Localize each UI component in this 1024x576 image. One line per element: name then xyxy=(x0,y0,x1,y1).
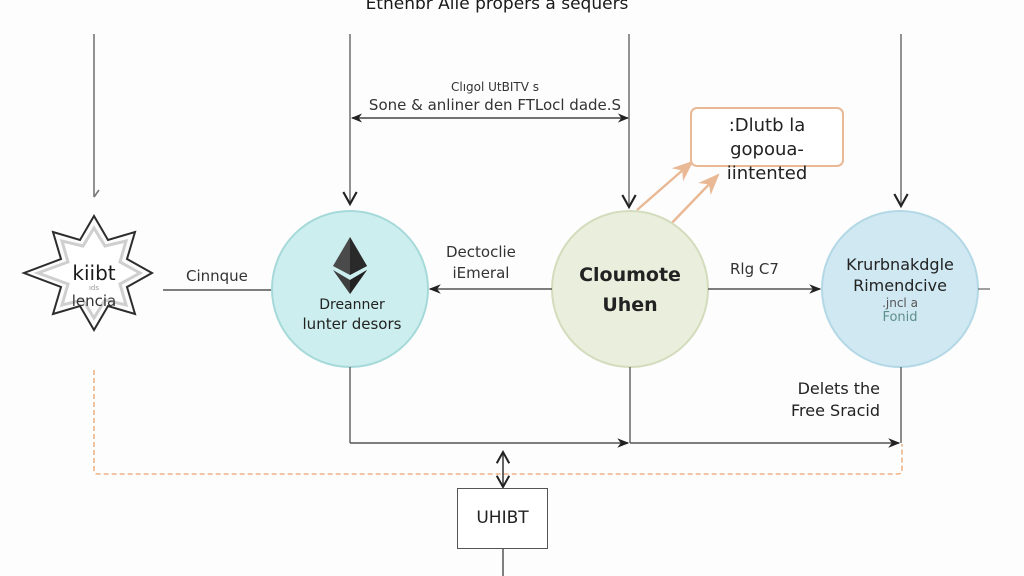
bottom-box[interactable]: UHIBT xyxy=(457,488,548,549)
bottom-note-line1: Delets the xyxy=(797,379,880,398)
right-label-line1: Krurbnakdgle xyxy=(846,255,954,274)
note-line2: iintented xyxy=(726,163,808,184)
star-label-line2: ıds xyxy=(88,284,100,292)
mid-label-line1: Cloumote xyxy=(579,264,681,286)
edge-label-mid-eth: Dectoclie iEmeral xyxy=(446,242,516,284)
top-span-line2: Sone & anliner den FTLocl dade.S xyxy=(368,96,622,114)
eth-node-label: Dreanner lunter desors xyxy=(272,296,432,334)
right-label-line2: Rimendcive xyxy=(853,276,947,295)
star-badge-icon xyxy=(21,214,155,332)
ethereum-icon xyxy=(333,237,367,294)
edge-mid-eth-line2: iEmeral xyxy=(452,264,510,282)
note-box[interactable]: :Dlutb la gopoua- iintented xyxy=(690,107,844,184)
eth-label-line1: Dreanner xyxy=(319,297,385,313)
diagram-title: Ethenbr Alle propers a sequers xyxy=(365,0,629,14)
bottom-note-line2: Free Sracid xyxy=(791,401,880,420)
right-label-line4: Fonid xyxy=(882,310,918,325)
eth-label-line2: lunter desors xyxy=(302,315,402,333)
edge-label-mid-right: Rlg C7 xyxy=(730,260,779,278)
star-label-line3: lencia xyxy=(71,292,117,310)
right-node-label: Krurbnakdgle Rimendcive .jncl a Fonid xyxy=(822,254,978,326)
arrow-tick-left xyxy=(93,189,100,198)
note-arrow-1 xyxy=(636,160,694,211)
note-line1: :Dlutb la gopoua- xyxy=(728,115,806,160)
edge-label-star-eth: Cinnque xyxy=(186,267,248,285)
bottom-note-label: Delets the Free Sracid xyxy=(780,378,880,422)
star-label-line1: kiibt xyxy=(72,261,116,285)
mid-label-line2: Uhen xyxy=(602,294,658,316)
mid-node-label: Cloumote Uhen xyxy=(552,260,708,320)
note-arrow-2 xyxy=(666,173,720,229)
edge-mid-eth-line1: Dectoclie xyxy=(446,243,516,261)
right-label-line3: .jncl a xyxy=(882,296,918,310)
star-node-label: kiibt ıds lencia xyxy=(44,262,144,310)
top-span-line1: Clıgol UtBITV s xyxy=(450,80,540,94)
top-span-label: Clıgol UtBITV s Sone & anliner den FTLoc… xyxy=(360,78,630,114)
